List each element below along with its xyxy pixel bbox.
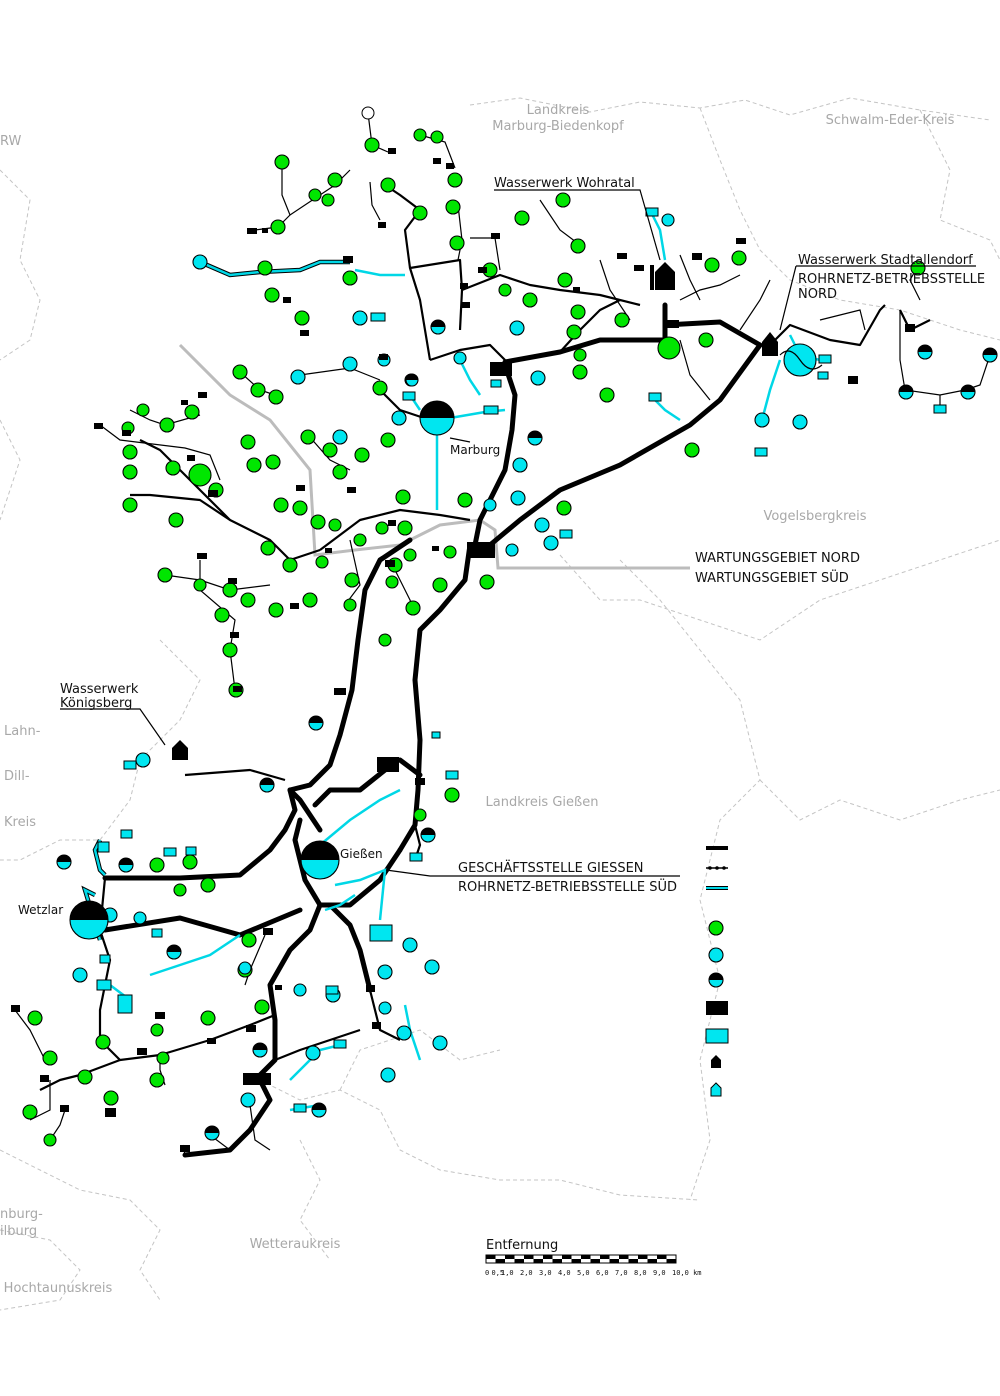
split-reservoirs	[56, 319, 998, 1141]
label-stadtallendorf: Wasserwerk Stadtallendorf	[798, 253, 973, 268]
wohratal-tower	[650, 265, 654, 290]
branch-pipes	[14, 112, 991, 1156]
label-rohrnetz-nord-2: NORD	[798, 287, 837, 302]
region-wetterau: Wetteraukreis	[250, 1237, 341, 1252]
label-rohrnetz-sued: ROHRNETZ-BETRIEBSSTELLE SÜD	[458, 878, 677, 895]
scale-tick-label: 9,0	[653, 1269, 666, 1277]
region-schwalm-eder: Schwalm-Eder-Kreis	[826, 113, 955, 128]
scale-tick-label: 1,0	[501, 1269, 514, 1277]
scale-tick-label: 8,0	[634, 1269, 647, 1277]
scale-title: Entfernung	[486, 1238, 558, 1253]
scale-tick-label: 0,5	[492, 1269, 505, 1277]
region-lahn-dill-1: Lahn-	[4, 724, 41, 739]
scale-segment	[581, 1255, 591, 1259]
scale-segment	[638, 1255, 648, 1259]
scale-tick-label: 3,0	[539, 1269, 552, 1277]
scale-segment	[647, 1259, 657, 1263]
callout-lines	[60, 189, 976, 877]
legend-black-station	[706, 1001, 728, 1015]
region-giessen: Landkreis Gießen	[486, 795, 599, 810]
cyan-stations	[96, 207, 947, 1113]
county-borders	[0, 97, 1000, 1311]
legend-split-reservoir	[708, 972, 724, 988]
scale-segment	[628, 1259, 638, 1263]
legend-cyan-well	[710, 1082, 722, 1097]
legend-green-reservoir	[708, 920, 724, 936]
scale-segment	[562, 1255, 572, 1259]
region-marburg-biedenkopf-1: Landkreis	[527, 103, 590, 118]
scale-segment	[486, 1255, 496, 1259]
region-hochtaunus: Hochtaunuskreis	[4, 1281, 113, 1296]
scale-tick-label: 7,0	[615, 1269, 628, 1277]
region-labels: Landkreis Marburg-Biedenkopf Schwalm-Ede…	[0, 103, 955, 1296]
scale-segment	[590, 1259, 600, 1263]
label-koenigsberg-1: Wasserwerk	[60, 682, 139, 697]
label-wetzlar: Wetzlar	[18, 903, 63, 917]
cyan-reservoirs	[72, 213, 808, 1108]
label-wartung-nord: WARTUNGSGEBIET NORD	[695, 551, 860, 566]
region-nrw: RW	[0, 134, 22, 149]
scale-segment	[514, 1259, 524, 1263]
region-limburg-2: ilburg	[0, 1224, 37, 1239]
label-marburg: Marburg	[450, 443, 500, 457]
region-lahn-dill-3: Kreis	[4, 815, 36, 830]
label-wohratal: Wasserwerk Wohratal	[494, 176, 635, 191]
main-pipes	[102, 302, 763, 1158]
scale-segment	[666, 1259, 676, 1263]
label-geschaeftsstelle: GESCHÄFTSSTELLE GIESSEN	[458, 860, 644, 876]
legend-cyan-station	[705, 1028, 729, 1044]
region-limburg-1: nburg-	[0, 1207, 43, 1222]
scale-segment	[609, 1259, 619, 1263]
scale-segment	[495, 1259, 505, 1263]
scale-tick-label: 4,0	[558, 1269, 571, 1277]
label-wartung-sued: WARTUNGSGEBIET SÜD	[695, 569, 849, 586]
facility-labels: Wasserwerk Wohratal Wasserwerk Stadtalle…	[18, 176, 985, 917]
label-giessen-city: Gießen	[340, 847, 383, 861]
legend-black-well	[711, 1055, 721, 1068]
black-wells	[172, 262, 778, 760]
region-marburg-biedenkopf-2: Marburg-Biedenkopf	[492, 119, 624, 134]
scale-segment	[657, 1255, 667, 1259]
legend	[705, 846, 729, 1097]
inactive-node	[361, 106, 375, 120]
scale-segment	[543, 1255, 553, 1259]
label-rohrnetz-nord-1: ROHRNETZ-BETRIEBSSTELLE	[798, 272, 985, 287]
scale-tick-label: 10,0 km	[672, 1269, 702, 1277]
scale-segment	[505, 1255, 515, 1259]
scale-segment	[619, 1255, 629, 1259]
scale-segment	[524, 1255, 534, 1259]
scale-tick-label: 0	[485, 1269, 489, 1277]
scale-segment	[571, 1259, 581, 1263]
scale-tick-label: 5,0	[577, 1269, 590, 1277]
scale-segment	[600, 1255, 610, 1259]
scale-tick-label: 6,0	[596, 1269, 609, 1277]
maintenance-boundary	[178, 343, 690, 570]
stadtallendorf-loop	[779, 350, 823, 370]
region-vogelsberg: Vogelsbergkreis	[763, 509, 866, 524]
region-lahn-dill-2: Dill-	[4, 769, 30, 784]
scale-tick-label: 2,0	[520, 1269, 533, 1277]
black-stations	[11, 148, 915, 1152]
scale-segment	[533, 1259, 543, 1263]
label-koenigsberg-2: Königsberg	[60, 696, 132, 711]
legend-cyan-reservoir	[708, 947, 724, 963]
green-reservoirs	[22, 128, 926, 1147]
scale-segment	[552, 1259, 562, 1263]
